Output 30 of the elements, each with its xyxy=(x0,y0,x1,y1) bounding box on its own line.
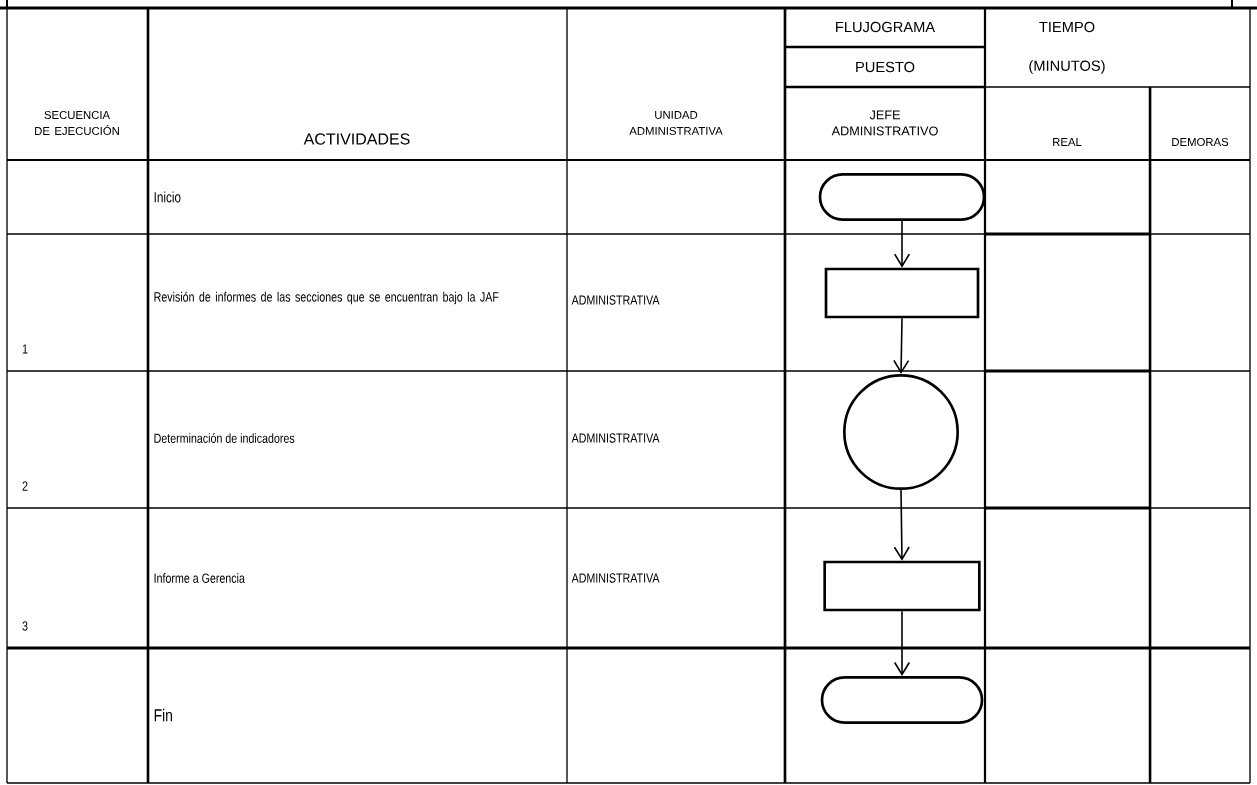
terminator-shape xyxy=(820,676,984,724)
circle-shape xyxy=(843,374,959,490)
step-number: 1 xyxy=(22,344,28,354)
header-text: PUESTO xyxy=(856,61,915,73)
unit-text: ADMINISTRATIVA xyxy=(571,433,660,443)
activity-text: Revisión de informes de las secciones que se encuentran bajo la JAF xyxy=(154,291,499,305)
arrow xyxy=(893,610,911,676)
header-text: FLUJOGRAMA xyxy=(836,21,936,33)
activity-text: Determinación de indicadores xyxy=(154,433,295,443)
terminator-shape xyxy=(818,173,986,221)
activity-text: Fin xyxy=(154,708,172,722)
arrow xyxy=(893,317,910,374)
step-number: 2 xyxy=(22,481,28,491)
header-text: UNIDAD ADMINISTRATIVA xyxy=(629,111,723,135)
header-text: SECUENCIA DE EJECUCIÓN xyxy=(35,111,119,135)
process-box xyxy=(824,267,980,319)
step-number: 3 xyxy=(22,621,28,631)
activity-text: Inicio xyxy=(154,191,181,203)
header-text: (MINUTOS) xyxy=(1029,60,1105,74)
arrow xyxy=(893,489,910,561)
header-text: JEFE ADMINISTRATIVO xyxy=(831,110,938,136)
arrow xyxy=(893,220,911,268)
activity-text: Informe a Gerencia xyxy=(154,573,245,583)
header-text: TIEMPO xyxy=(1039,21,1095,33)
unit-text: ADMINISTRATIVA xyxy=(571,295,660,305)
header-text: DEMORAS xyxy=(1172,138,1229,146)
unit-text: ADMINISTRATIVA xyxy=(571,573,660,583)
header-text: REAL xyxy=(1053,138,1082,146)
process-box xyxy=(823,560,981,612)
header-text: ACTIVIDADES xyxy=(303,133,410,145)
